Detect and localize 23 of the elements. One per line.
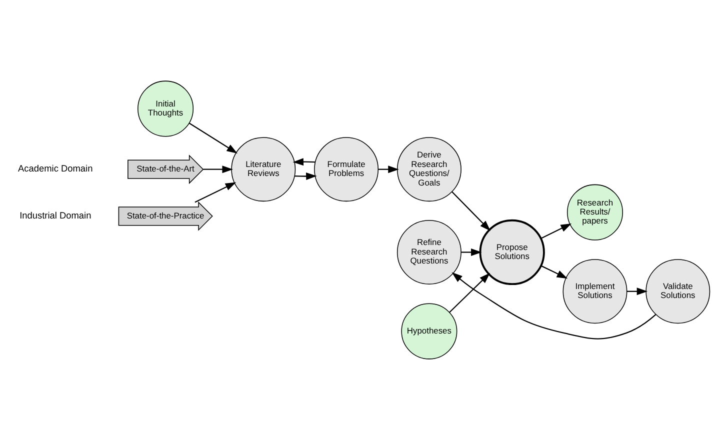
arrow — [203, 165, 233, 173]
label: Industrial Domain — [20, 210, 92, 220]
node-circle: Derive Research Questions/ Goals — [396, 136, 462, 202]
node-circle: Initial Thoughts — [138, 80, 194, 136]
node-circle: Literature Reviews — [231, 136, 296, 202]
arrow — [540, 264, 568, 278]
node-circle: Research Results/ papers — [566, 184, 623, 240]
arrow — [449, 272, 490, 312]
arrow — [292, 158, 316, 166]
arrow — [452, 272, 656, 339]
arrow — [194, 182, 236, 202]
label: Academic Domain — [18, 163, 93, 174]
arrow — [540, 222, 572, 239]
arrow — [452, 190, 490, 231]
node-circle: Formulate Problems — [314, 136, 379, 202]
arrow — [378, 165, 399, 173]
node-circle: Validate Solutions — [646, 258, 710, 324]
node-circle: Implement Solutions — [562, 258, 628, 324]
arrow — [294, 172, 317, 180]
arrow — [626, 287, 648, 295]
arrow — [461, 248, 482, 256]
arrow — [189, 122, 238, 153]
node-circle: Hypotheses — [401, 302, 458, 359]
